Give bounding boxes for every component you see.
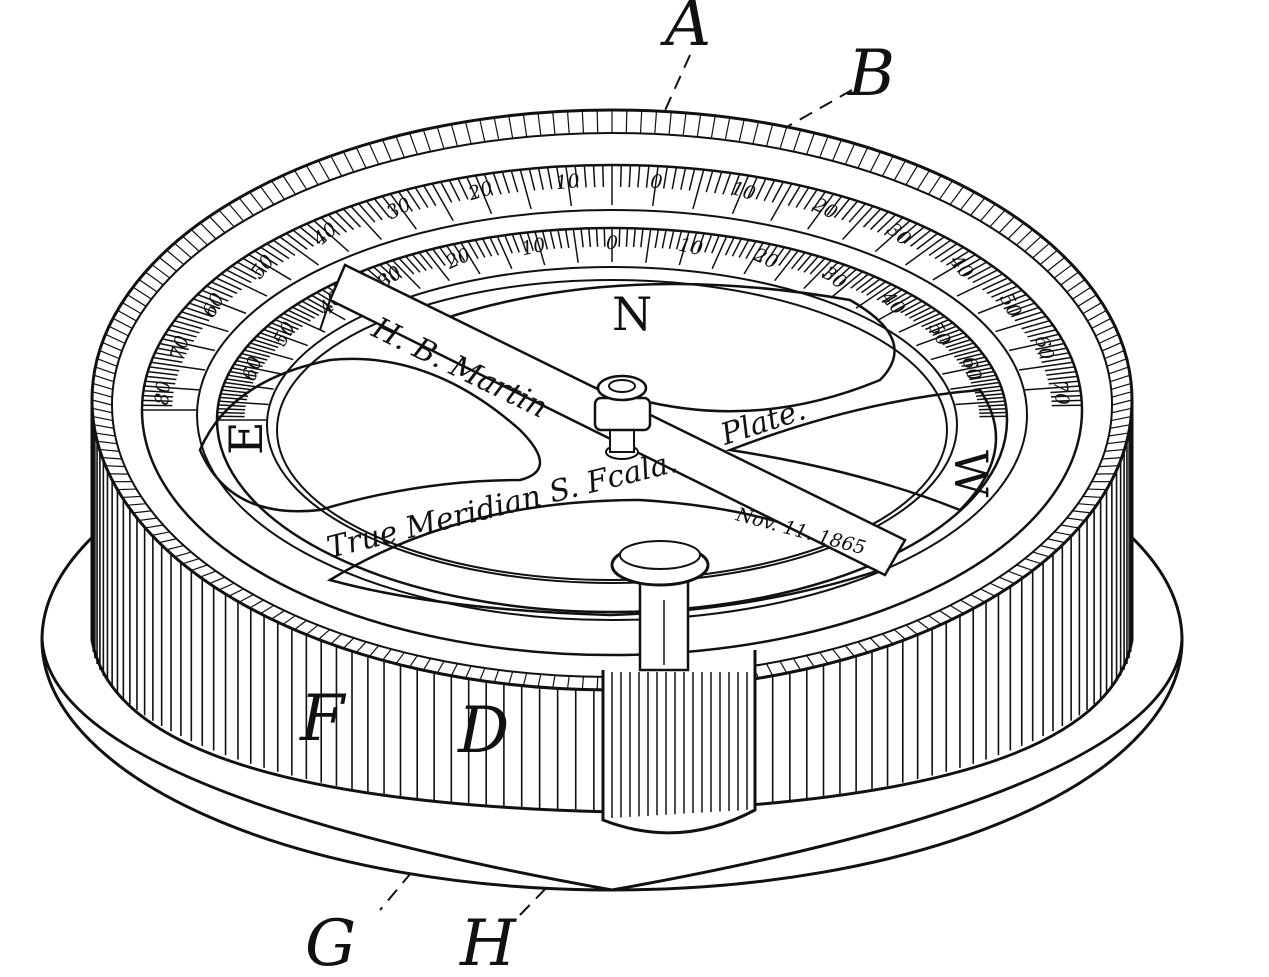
scale-label: 0 bbox=[649, 171, 663, 194]
direction-east: E bbox=[219, 421, 273, 455]
case-wall-knurling bbox=[91, 400, 1133, 812]
reference-letter-h: H bbox=[459, 907, 517, 977]
window-east bbox=[198, 357, 542, 513]
scale-label: 0 bbox=[606, 232, 618, 254]
center-pivot bbox=[593, 374, 652, 460]
adjusting-knob bbox=[601, 540, 757, 835]
scale-label: 10 bbox=[519, 234, 547, 261]
scale-label: 10 bbox=[555, 170, 581, 194]
reference-letter-d: D bbox=[457, 694, 509, 768]
scale-label: 10 bbox=[676, 234, 704, 261]
reference-letter-b: B bbox=[847, 37, 895, 111]
direction-west: W bbox=[944, 450, 998, 498]
reference-letter-f: F bbox=[299, 682, 347, 756]
reference-letter-a: A bbox=[660, 0, 711, 61]
window-west bbox=[725, 388, 998, 512]
scale-label: 80 bbox=[151, 380, 175, 406]
scale-label: 70 bbox=[1049, 380, 1073, 406]
direction-north: N bbox=[612, 287, 652, 341]
reference-letter-g: G bbox=[305, 907, 356, 977]
